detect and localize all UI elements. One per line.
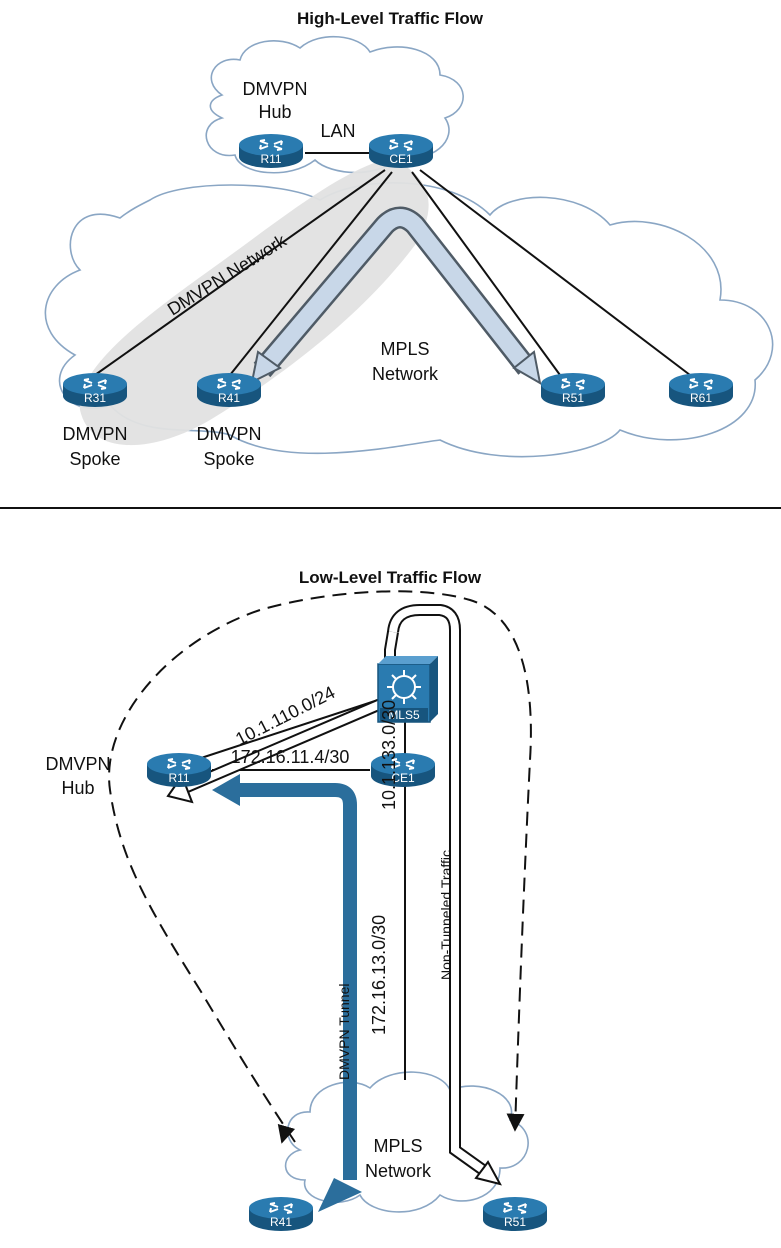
top-title: High-Level Traffic Flow [297, 9, 484, 28]
router-ce1-top: CE1 [368, 133, 434, 169]
traffic-arrow-head-left [250, 350, 282, 384]
hub-label-bottom-line1: DMVPN [45, 754, 110, 774]
mpls-label-line1: MPLS [380, 339, 429, 359]
router-r11-bottom: R11 [146, 752, 212, 788]
router-label: R41 [218, 391, 240, 405]
spoke-r31-label-line1: DMVPN [62, 424, 127, 444]
mpls-bottom-label-line1: MPLS [373, 1136, 422, 1156]
switch-top [378, 656, 438, 664]
switch-label-band [380, 708, 428, 722]
router-r51-top: R51 [540, 372, 606, 408]
non-tunneled-arrow-head-right [474, 1160, 502, 1186]
dashed-arrow-head-r41 [277, 1123, 296, 1144]
dmvpn-tunnel-arrow [232, 783, 357, 1180]
spoke-r41-label-line2: Spoke [203, 449, 254, 469]
spoke-r31-label-line2: Spoke [69, 449, 120, 469]
dmvpn-tunnel-label: DMVPN Tunnel [336, 984, 352, 1080]
router-label: R51 [562, 391, 584, 405]
switch-icon-spokes [387, 670, 421, 704]
dmvpn-network-region [79, 158, 429, 446]
traffic-flow-arrow [255, 209, 534, 376]
router-label: CE1 [389, 152, 413, 166]
router-r41-bottom: R41 [248, 1196, 314, 1232]
router-label: R31 [84, 391, 106, 405]
mpls-bottom-label-line2: Network [365, 1161, 432, 1181]
router-r41-top: R41 [196, 372, 262, 408]
hub-label-line1: DMVPN [242, 79, 307, 99]
router-label: R61 [690, 391, 712, 405]
switch-mls5: MLS5 [377, 656, 438, 723]
router-label: CE1 [391, 771, 415, 785]
hub-label-line2: Hub [258, 102, 291, 122]
router-r61: R61 [668, 372, 734, 408]
lan-label: LAN [320, 121, 355, 141]
hub-label-bottom-line2: Hub [61, 778, 94, 798]
mpls-label-line2: Network [372, 364, 439, 384]
tunnel-arrow-head-r41 [318, 1178, 362, 1212]
dashed-traffic-path [108, 590, 532, 1143]
router-r11-top: R11 [238, 133, 304, 169]
bottom-title: Low-Level Traffic Flow [299, 568, 482, 587]
router-r31: R31 [62, 372, 128, 408]
router-label: R11 [168, 771, 189, 785]
top-links [94, 152, 691, 376]
router-r51-bottom: R51 [482, 1196, 548, 1232]
router-label: R41 [270, 1215, 292, 1229]
tunnel-arrow-head-r11 [212, 774, 240, 806]
spoke-r41-label-line1: DMVPN [196, 424, 261, 444]
subnet-mls5-ce1: 10.1.133.0/30 [379, 700, 399, 810]
router-ce1-bottom: CE1 [370, 752, 436, 788]
non-tunneled-path [389, 606, 493, 1179]
router-label: R51 [504, 1215, 526, 1229]
switch-label: MLS5 [388, 708, 420, 722]
traffic-arrow-head-right [512, 350, 542, 385]
subnet-r11-ce1: 172.16.11.4/30 [231, 747, 350, 767]
router-label: R11 [260, 152, 281, 166]
non-tunneled-label: Non-Tunneled Traffic [438, 850, 454, 980]
subnet-ce1-mpls: 172.16.13.0/30 [369, 915, 389, 1035]
switch-side [430, 656, 438, 722]
